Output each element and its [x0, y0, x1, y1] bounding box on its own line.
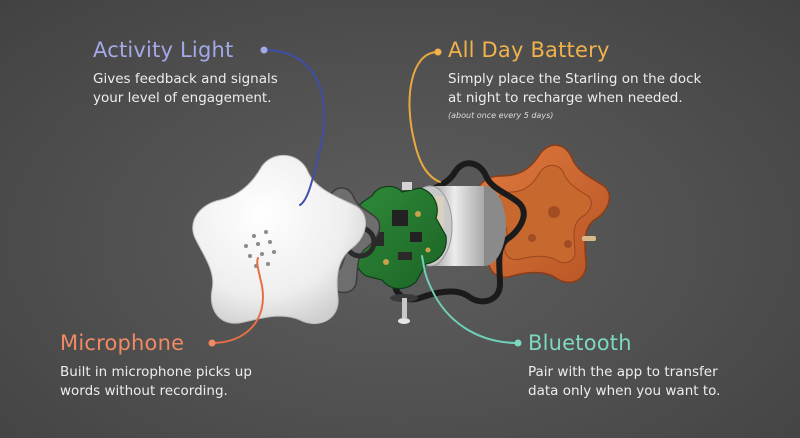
bluetooth-leader-dot [514, 339, 522, 347]
white-front-shell [192, 154, 366, 325]
orange-back-housing [475, 144, 611, 283]
activity-leader-line [263, 49, 326, 206]
activity-leader-dot [260, 46, 268, 54]
microphone-description: Built in microphone picks up words witho… [60, 363, 252, 401]
bluetooth-line-2: data only when you want to. [528, 383, 721, 399]
activity-light-title: Activity Light [93, 38, 234, 62]
battery-leader-line [408, 51, 441, 183]
battery-line-1: Simply place the Starling on the dock [448, 71, 702, 87]
battery-note: (about once every 5 days) [448, 111, 554, 120]
battery-title: All Day Battery [448, 38, 610, 62]
bluetooth-leader-line [421, 255, 519, 344]
microphone-leader-line [211, 257, 264, 344]
circuit-board [349, 182, 447, 290]
battery-leader-dot [434, 48, 442, 56]
activity-light-callout: Activity Light Gives feedback and signal… [93, 37, 278, 108]
activity-light-line-1: Gives feedback and signals [93, 71, 278, 87]
battery-description: Simply place the Starling on the dock at… [448, 70, 701, 108]
battery-line-2: at night to recharge when needed. [448, 90, 683, 106]
bluetooth-callout: Bluetooth Pair with the app to transfer … [528, 330, 720, 401]
activity-light-line-2: your level of engagement. [93, 90, 272, 106]
microphone-leader-dot [208, 339, 216, 347]
microphone-line-1: Built in microphone picks up [60, 364, 252, 380]
bluetooth-description: Pair with the app to transfer data only … [528, 363, 720, 401]
all-day-battery-callout: All Day Battery Simply place the Starlin… [448, 37, 701, 120]
microphone-line-2: words without recording. [60, 383, 228, 399]
activity-light-description: Gives feedback and signals your level of… [93, 70, 278, 108]
bluetooth-title: Bluetooth [528, 331, 632, 355]
screw [390, 294, 418, 324]
microphone-title: Microphone [60, 331, 185, 355]
bluetooth-line-1: Pair with the app to transfer [528, 364, 718, 380]
microphone-callout: Microphone Built in microphone picks up … [60, 330, 252, 401]
